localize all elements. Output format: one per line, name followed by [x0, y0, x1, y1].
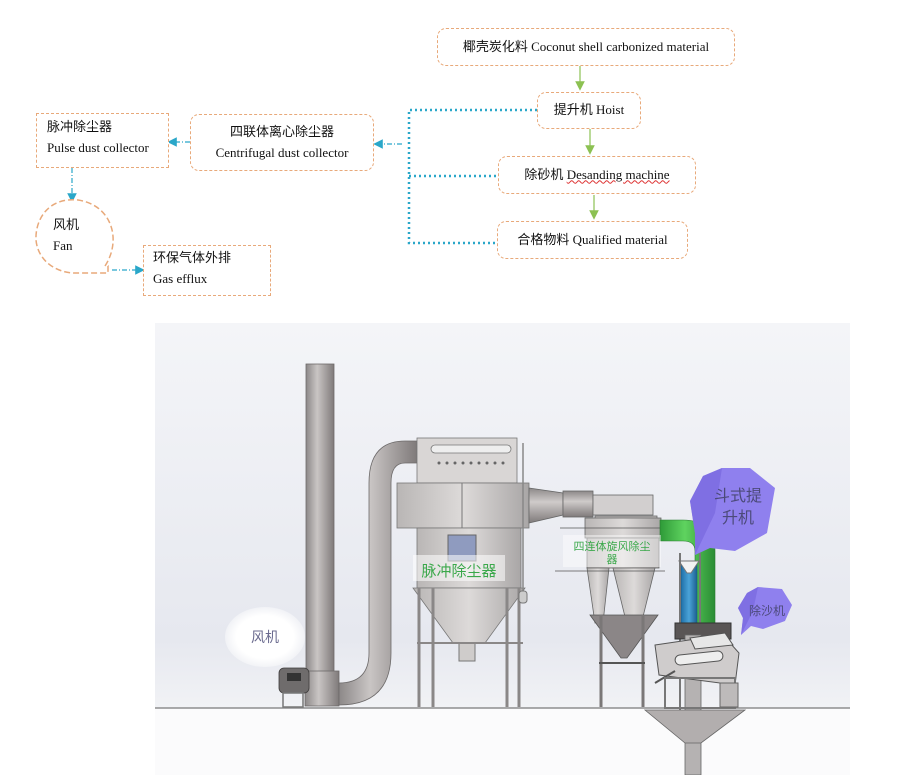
node-desanding-cn: 除砂机: [524, 167, 564, 183]
node-fan-en: Fan: [53, 238, 73, 253]
node-desanding-machine: 除砂机 Desanding machine: [498, 156, 696, 194]
elevator-label-line2: 升机: [722, 508, 754, 527]
node-hoist-en: Hoist: [596, 102, 625, 117]
node-gas-cn: 环保气体外排: [153, 251, 232, 266]
cyclone-dust-collector-equipment: [555, 517, 665, 707]
cyclone-label: 四连体旋风除尘 器: [563, 535, 661, 567]
desanding-machine-equipment: [654, 632, 740, 709]
node-centrifugal-dust-collector: 四联体离心除尘器 Centrifugal dust collector: [190, 114, 374, 171]
node-pulse-dust-collector: 脉冲除尘器 Pulse dust collector: [36, 113, 169, 168]
desander-label-text: 除沙机: [749, 603, 785, 618]
fan-label-text: 风机: [251, 630, 279, 646]
fan-label-callout: 风机: [225, 607, 305, 667]
node-qualified-material: 合格物料 Qualified material: [497, 221, 688, 259]
node-gas-en: Gas efflux: [153, 271, 208, 286]
node-fan-cn: 风机: [53, 218, 80, 233]
node-centrifugal-en: Centrifugal dust collector: [215, 145, 349, 160]
node-gas-efflux: 环保气体外排 Gas efflux: [143, 245, 271, 296]
elevator-label-line1: 斗式提: [714, 486, 762, 505]
node-qualified-cn: 合格物料: [517, 232, 570, 248]
cyclone-label-line2: 器: [607, 553, 618, 566]
node-hoist: 提升机 Hoist: [537, 92, 641, 129]
chimney-stack: [305, 363, 335, 705]
bucket-elevator-callout: 斗式提 升机: [690, 468, 775, 555]
pulse-collector-label-text: 脉冲除尘器: [421, 562, 496, 580]
cyclone-label-line1: 四连体旋风除尘: [574, 539, 651, 553]
node-coconut-material: 椰壳炭化料 Coconut shell carbonized material: [437, 28, 735, 66]
node-pulse-cn: 脉冲除尘器: [47, 120, 113, 135]
node-coconut-en: Coconut shell carbonized material: [531, 38, 710, 54]
pulse-collector-label: 脉冲除尘器: [413, 555, 505, 581]
node-desanding-en: Desanding machine: [566, 166, 670, 182]
node-centrifugal-cn: 四联体离心除尘器: [229, 125, 334, 140]
node-fan: 风机 Fan: [53, 216, 79, 256]
equipment-illustration: 风机 脉冲除尘器 四连体旋风除尘 器 斗式提 升机 除沙机: [155, 323, 850, 775]
node-hoist-cn: 提升机: [553, 103, 593, 118]
node-pulse-en: Pulse dust collector: [47, 140, 149, 155]
desander-callout: 除沙机: [738, 587, 792, 635]
node-coconut-cn: 椰壳炭化料: [462, 39, 528, 55]
fan-blower: [278, 440, 418, 708]
node-qualified-en: Qualified material: [572, 231, 668, 247]
